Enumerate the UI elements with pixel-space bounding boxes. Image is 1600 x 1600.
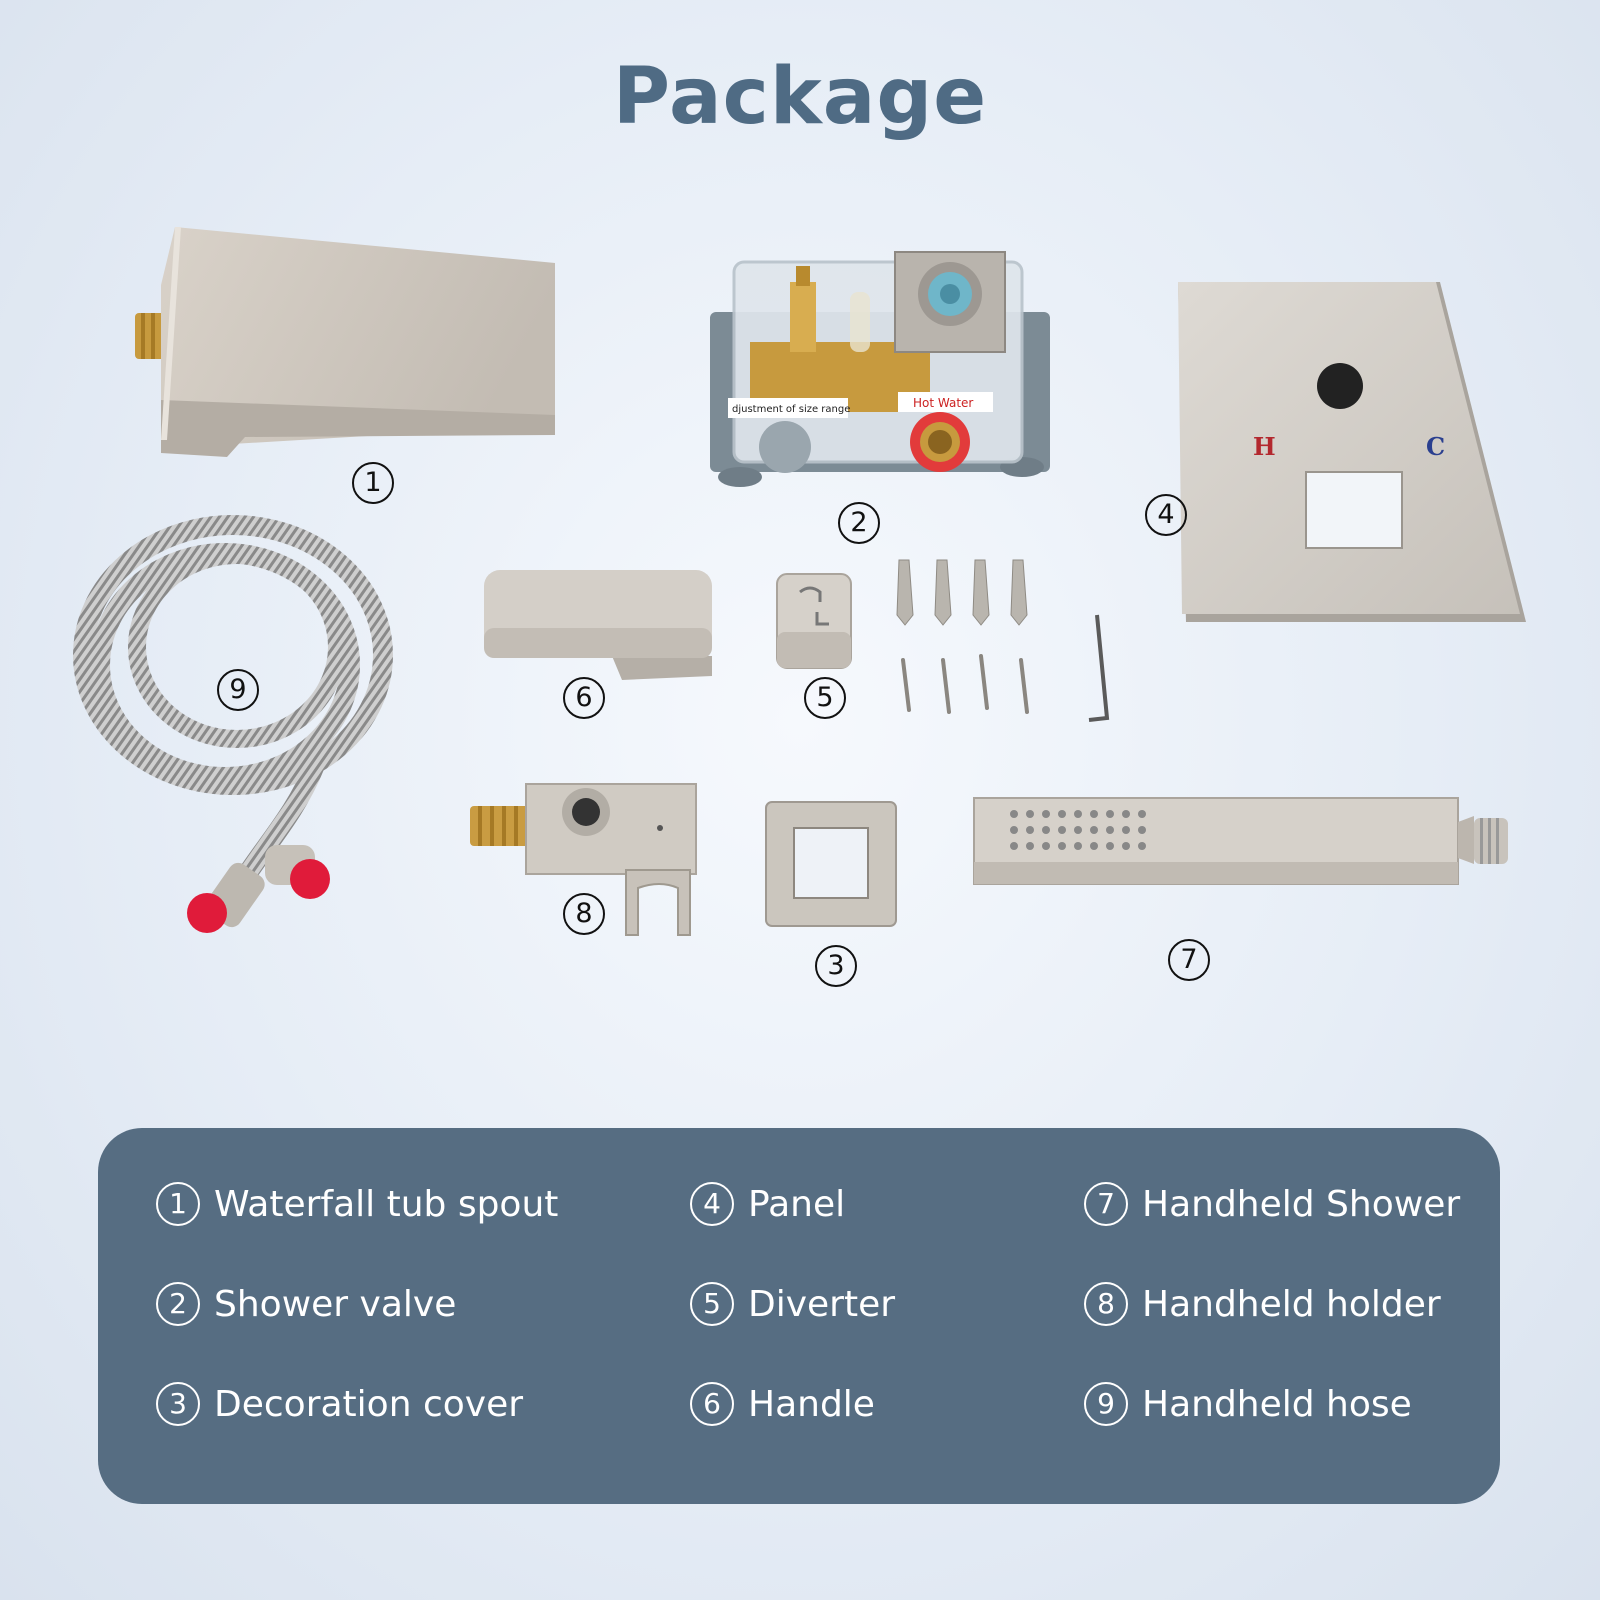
legend-item-8: 8 Handheld holder [1084, 1282, 1441, 1326]
shower-valve-image: djustment of size range Hot Water [710, 251, 1050, 487]
panel-image: H C [1178, 282, 1526, 622]
part-number-3: 3 [815, 945, 857, 987]
handheld-hose-image [73, 515, 393, 933]
legend-item-6: 6 Handle [690, 1382, 875, 1426]
legend-number: 8 [1084, 1282, 1128, 1326]
legend-item-2: 2 Shower valve [156, 1282, 456, 1326]
legend-item-3: 3 Decoration cover [156, 1382, 523, 1426]
legend-number: 4 [690, 1182, 734, 1226]
legend-number: 6 [690, 1382, 734, 1426]
cold-mark: C [1426, 432, 1445, 461]
part-number-4: 4 [1145, 494, 1187, 536]
legend-number: 2 [156, 1282, 200, 1326]
valve-label-size-range: djustment of size range [732, 404, 850, 415]
part-number-5: 5 [804, 677, 846, 719]
legend-item-9: 9 Handheld hose [1084, 1382, 1412, 1426]
part-number-9: 9 [217, 669, 259, 711]
part-number-8: 8 [563, 893, 605, 935]
legend-item-7: 7 Handheld Shower [1084, 1182, 1460, 1226]
legend-label: Diverter [748, 1283, 896, 1325]
legend-label: Shower valve [214, 1283, 457, 1325]
handheld-shower-image [973, 797, 1508, 885]
screws-and-anchors-image [896, 559, 1110, 722]
decoration-cover-image [765, 801, 897, 927]
legend-label: Handheld Shower [1142, 1183, 1461, 1225]
part-number-7: 7 [1168, 939, 1210, 981]
legend-label: Handheld hose [1142, 1383, 1412, 1425]
hot-mark: H [1253, 432, 1276, 461]
legend-label: Handheld holder [1142, 1283, 1441, 1325]
waterfall-tub-spout-image [135, 227, 555, 457]
valve-label-hot-water: Hot Water [913, 396, 973, 410]
handle-image [484, 570, 712, 680]
handheld-holder-image [470, 783, 697, 936]
legend-number: 1 [156, 1182, 200, 1226]
legend-item-4: 4 Panel [690, 1182, 845, 1226]
page-title: Package [612, 52, 988, 142]
legend-label: Decoration cover [214, 1383, 524, 1425]
legend-number: 5 [690, 1282, 734, 1326]
parts-legend-panel: 1 Waterfall tub spout 2 Shower valve 3 D… [98, 1128, 1500, 1504]
legend-label: Handle [748, 1383, 875, 1425]
legend-number: 7 [1084, 1182, 1128, 1226]
legend-label: Waterfall tub spout [214, 1183, 559, 1225]
diverter-image [776, 573, 852, 669]
part-number-1: 1 [352, 462, 394, 504]
legend-item-5: 5 Diverter [690, 1282, 895, 1326]
part-number-6: 6 [563, 677, 605, 719]
legend-item-1: 1 Waterfall tub spout [156, 1182, 558, 1226]
legend-number: 9 [1084, 1382, 1128, 1426]
part-number-2: 2 [838, 502, 880, 544]
legend-number: 3 [156, 1382, 200, 1426]
legend-label: Panel [748, 1183, 846, 1225]
